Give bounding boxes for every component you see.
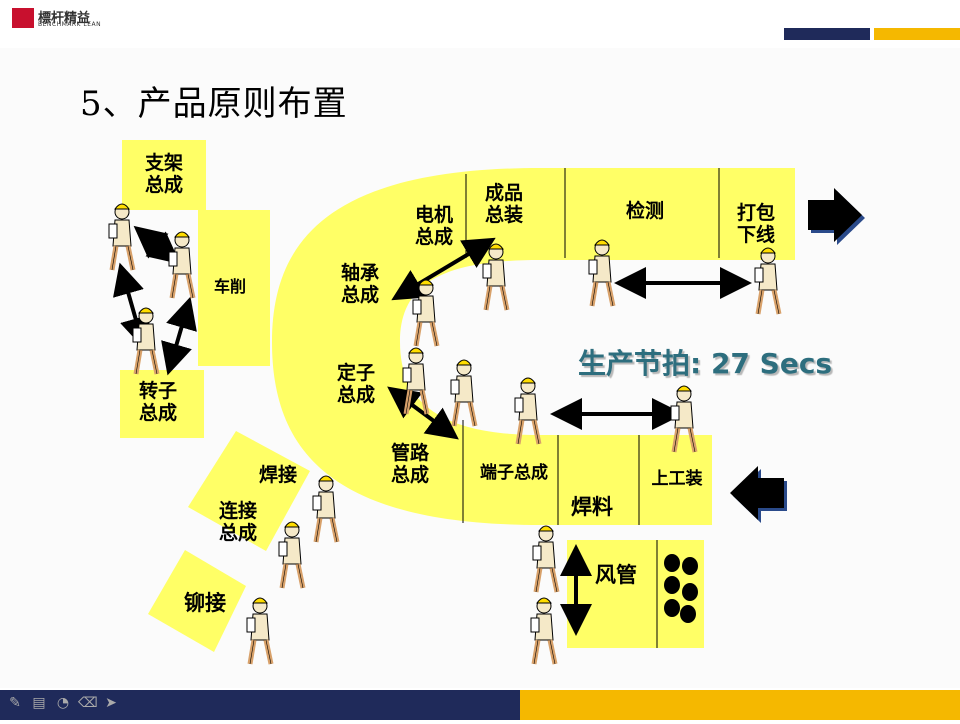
slide-icon[interactable]: ▤ — [32, 695, 46, 711]
station-chexiao: 车削 — [213, 277, 246, 296]
pointer-icon[interactable]: ➤ — [105, 695, 117, 711]
pipe-coil — [664, 554, 680, 572]
marker-icon[interactable]: ◔ — [56, 695, 70, 711]
header-bar-gold — [874, 28, 960, 40]
station-fengguan: 风管 — [595, 562, 637, 587]
station-zhijia: 支架 总成 — [144, 152, 183, 196]
station-zhuanzi: 转子 总成 — [138, 380, 177, 424]
cell-zhuanzi — [120, 370, 204, 438]
station-dingzi: 定子 总成 — [336, 362, 375, 406]
cell-hanjie-lianjie — [188, 431, 310, 551]
header-bar-navy — [784, 28, 870, 40]
station-zhoucheng: 轴承 总成 — [340, 262, 379, 306]
pipe-coil — [682, 557, 698, 575]
station-dianji: 电机 总成 — [414, 204, 453, 248]
output-arrow — [808, 188, 862, 242]
station-jiance: 检测 — [625, 200, 664, 222]
cell-chexiao — [198, 210, 270, 366]
pipe-coil — [682, 583, 698, 601]
company-logo: 標杆精益 BENCHMARK LEAN — [12, 6, 112, 30]
input-arrow — [730, 466, 784, 520]
pipe-coil — [664, 599, 680, 617]
station-maojie: 铆接 — [184, 590, 226, 615]
takt-time-label: 生产节拍: 27 Secs — [578, 347, 833, 380]
station-lianjie: 连接 总成 — [218, 500, 257, 544]
slideshow-toolbar: ✎ ▤ ◔ ⌫ ➤ — [6, 694, 120, 714]
footer-bar — [0, 690, 960, 720]
station-guanlu: 管路 总成 — [390, 442, 429, 486]
cell-zhijia — [122, 140, 206, 210]
pipe-coil — [680, 605, 696, 623]
logo-mark-icon — [12, 8, 34, 28]
station-hanjie: 焊接 — [258, 464, 297, 486]
pen-icon[interactable]: ✎ — [9, 695, 21, 711]
cell-maojie — [148, 550, 246, 652]
logo-text: 標杆精益 — [38, 11, 91, 26]
station-hanliao: 焊料 — [571, 494, 613, 519]
logo-subtext: BENCHMARK LEAN — [38, 21, 102, 28]
station-shanggong: 上工装 — [651, 469, 703, 489]
movement-arrows — [113, 225, 752, 636]
station-duanzi: 端子总成 — [480, 463, 548, 483]
slide-title: 5、产品原则布置 — [80, 84, 348, 124]
station-dabao: 打包 下线 — [736, 202, 775, 246]
eraser-icon[interactable]: ⌫ — [78, 695, 98, 711]
pipe-coil — [664, 576, 680, 594]
station-chengpin: 成品 总装 — [484, 182, 523, 226]
